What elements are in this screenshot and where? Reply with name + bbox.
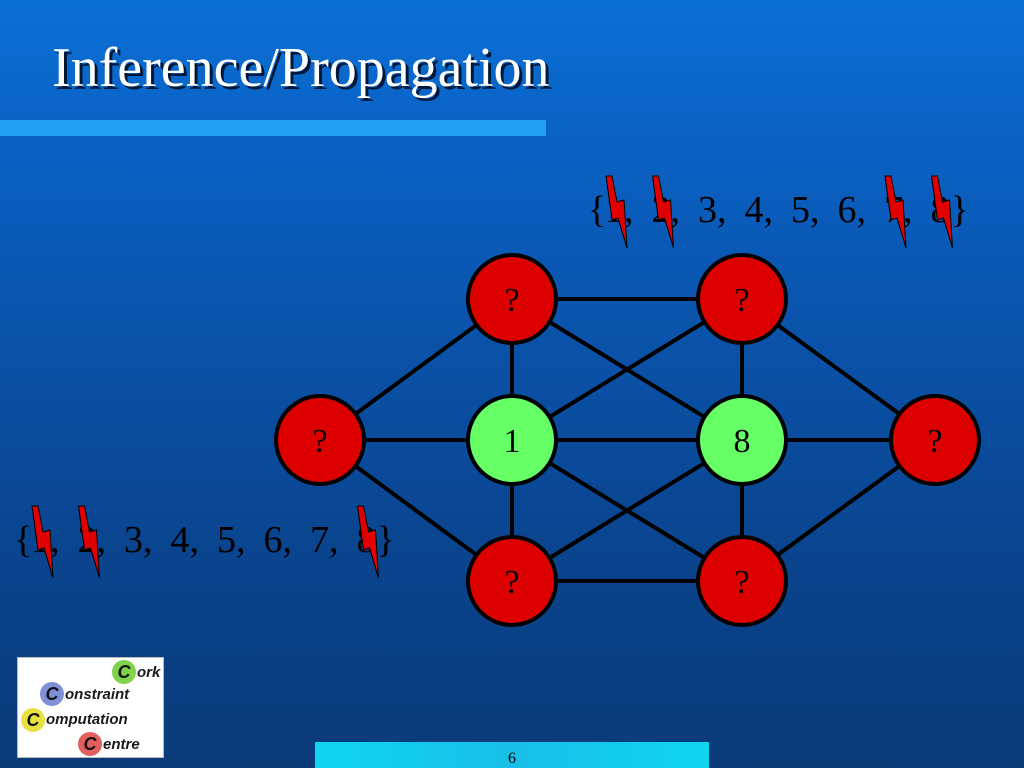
lightning-bolt-icon — [356, 505, 379, 579]
logo-line-3: omputation — [46, 711, 128, 728]
domain-bottom-close-brace: } — [377, 519, 395, 561]
domain-top-value-5: 5 — [791, 189, 810, 231]
node-label-far-right: ? — [927, 423, 942, 460]
logo-line-2: onstraint — [65, 686, 130, 703]
domain-top-value-4: 4 — [745, 189, 764, 231]
domain-bottom-value-7: 7 — [310, 519, 329, 561]
graph-nodes: ??? 1 8??? — [274, 253, 981, 627]
node-circle-top-right — [696, 253, 788, 345]
node-far-right: ? — [889, 394, 981, 486]
logo-ball-red: C — [78, 732, 102, 756]
node-circle-top-left — [466, 253, 558, 345]
lightning-bolt-icon — [605, 175, 628, 249]
node-label-top-right: ? — [734, 282, 749, 319]
node-circle-far-left — [274, 394, 366, 486]
domain-set-top: {1,2,3,4,5,6,7,8} — [588, 175, 969, 249]
domain-top-comma: , — [764, 189, 774, 231]
node-circle-bottom-right — [696, 535, 788, 627]
domain-top-value-3: 3 — [698, 189, 717, 231]
node-label-bottom-left: ? — [504, 564, 519, 601]
node-circle-bottom-left — [466, 535, 558, 627]
node-circle-far-right — [889, 394, 981, 486]
graph-edges — [318, 297, 937, 583]
slide-title: Inference/Propagation — [52, 37, 550, 99]
node-center-right: 8 — [696, 394, 788, 486]
node-label-center-right: 8 — [734, 423, 751, 460]
lightning-bolt-icon — [930, 175, 953, 249]
node-label-center-left: 1 — [504, 423, 521, 460]
node-label-top-left: ? — [504, 282, 519, 319]
lightning-bolt-icon — [77, 505, 100, 579]
logo-line-4: entre — [103, 736, 140, 753]
node-center-left: 1 — [466, 394, 558, 486]
domain-bottom-comma: , — [50, 519, 60, 561]
node-label-bottom-right: ? — [734, 564, 749, 601]
domain-top-value-6: 6 — [838, 189, 857, 231]
node-top-left: ? — [466, 253, 558, 345]
domain-bottom-value-4: 4 — [171, 519, 190, 561]
page-number: 6 — [508, 750, 516, 767]
domain-top-comma: , — [671, 189, 681, 231]
logo-line-1: ork — [137, 664, 161, 681]
node-far-left: ? — [274, 394, 366, 486]
node-circle-center-left — [466, 394, 558, 486]
logo-ball-green: C — [112, 660, 136, 684]
title-underline-bar — [0, 120, 546, 136]
domain-top-comma: , — [810, 189, 820, 231]
node-bottom-left: ? — [466, 535, 558, 627]
logo-ball-blue: C — [40, 682, 64, 706]
domain-top-comma: , — [717, 189, 727, 231]
cork-constraint-computation-centre-logo: C ork C onstraint C omputation C entre — [17, 657, 164, 758]
lightning-bolt-icon — [31, 505, 54, 579]
domain-bottom-comma: , — [190, 519, 200, 561]
domain-bottom-value-3: 3 — [124, 519, 143, 561]
footer-bar: 6 — [315, 742, 709, 768]
domain-top-comma: , — [903, 189, 913, 231]
domain-top-close-brace: } — [951, 189, 969, 231]
node-bottom-right: ? — [696, 535, 788, 627]
domain-bottom-comma: , — [329, 519, 339, 561]
node-label-far-left: ? — [312, 423, 327, 460]
domain-bottom-comma: , — [236, 519, 246, 561]
domain-bottom-comma: , — [283, 519, 293, 561]
domain-bottom-comma: , — [97, 519, 107, 561]
node-top-right: ? — [696, 253, 788, 345]
domain-top-open-brace: { — [588, 189, 606, 231]
domain-top-comma: , — [857, 189, 867, 231]
logo-ball-yellow: C — [21, 708, 45, 732]
domain-set-bottom: {1,2,3,4,5,6,7,8} — [14, 505, 395, 579]
domain-bottom-open-brace: { — [14, 519, 32, 561]
domain-bottom-value-5: 5 — [217, 519, 236, 561]
lightning-bolt-icon — [651, 175, 674, 249]
lightning-bolt-icon — [884, 175, 907, 249]
domain-bottom-value-6: 6 — [264, 519, 283, 561]
domain-top-comma: , — [624, 189, 634, 231]
domain-bottom-comma: , — [143, 519, 153, 561]
node-circle-center-right — [696, 394, 788, 486]
